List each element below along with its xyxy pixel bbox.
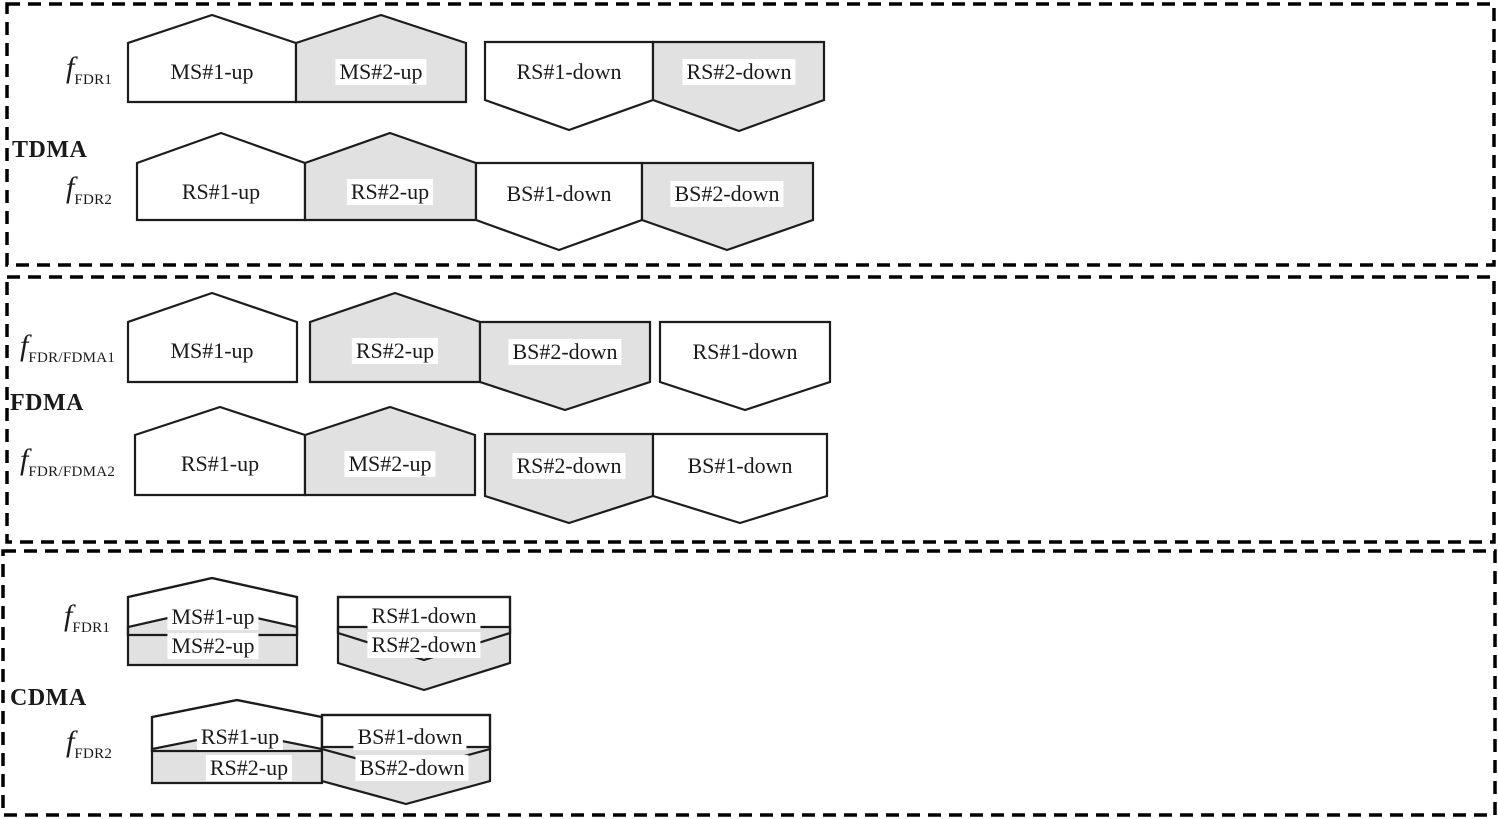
label-cdma-rs1-down: RS#1-down	[367, 603, 481, 629]
label-tdma-bs2-down: BS#2-down	[670, 181, 784, 207]
freq-symbol: f	[64, 599, 73, 632]
freq-subscript: FDR/FDMA1	[28, 350, 116, 366]
label-fdma-rs2-down: RS#2-down	[512, 453, 626, 479]
freq-subscript: FDR/FDMA2	[28, 464, 116, 480]
label-fdma-rs2-up: RS#2-up	[351, 338, 439, 364]
label-fdma-bs2-down: BS#2-down	[508, 339, 622, 365]
freq-label-tdma-fdr1: fFDR1	[66, 53, 112, 88]
label-cdma-rs1-up: RS#1-up	[196, 724, 284, 750]
label-tdma-ms1-up: MS#1-up	[166, 59, 258, 85]
cdma-section-border	[1, 549, 1497, 817]
freq-label-cdma-fdr1: fFDR1	[64, 601, 110, 636]
freq-subscript: FDR2	[74, 192, 113, 208]
label-cdma-rs2-down: RS#2-down	[367, 632, 481, 658]
label-cdma-bs1-down: BS#1-down	[353, 724, 467, 750]
label-tdma-ms2-up: MS#2-up	[335, 59, 427, 85]
shape-fdma-bs2-down	[478, 320, 652, 412]
shape-tdma-rs2-down	[651, 40, 826, 133]
label-fdma-ms1-up: MS#1-up	[166, 338, 258, 364]
shape-tdma-rs1-down	[483, 40, 655, 132]
label-tdma-rs1-up: RS#1-up	[177, 179, 265, 205]
freq-label-fdma-2: fFDR/FDMA2	[20, 445, 115, 480]
shape-tdma-rs2-up	[303, 131, 478, 222]
freq-subscript: FDR1	[74, 72, 113, 88]
label-fdma-rs1-up: RS#1-up	[176, 451, 264, 477]
label-tdma-rs2-down: RS#2-down	[682, 59, 796, 85]
section-label-fdma: FDMA	[10, 390, 84, 416]
section-label-cdma: CDMA	[10, 685, 87, 711]
fdma-section-border	[5, 275, 1496, 544]
label-tdma-rs1-down: RS#1-down	[512, 59, 626, 85]
shape-cdma-rs1-up-outline	[150, 698, 324, 753]
label-fdma-bs1-down: BS#1-down	[683, 453, 797, 479]
freq-symbol: f	[20, 329, 29, 362]
shape-fdma-rs1-down	[658, 320, 832, 412]
freq-label-cdma-fdr2: fFDR2	[66, 727, 112, 762]
tdma-section-border	[5, 2, 1496, 267]
shape-cdma-ms1-up-outline	[126, 576, 299, 637]
freq-label-fdma-1: fFDR/FDMA1	[20, 331, 115, 366]
freq-subscript: FDR2	[74, 746, 113, 762]
freq-symbol: f	[66, 171, 75, 204]
section-label-tdma: TDMA	[12, 137, 88, 163]
freq-symbol: f	[66, 51, 75, 84]
shape-tdma-rs1-up	[135, 131, 307, 222]
label-fdma-rs1-down: RS#1-down	[688, 339, 802, 365]
freq-symbol: f	[66, 725, 75, 758]
label-tdma-rs2-up: RS#2-up	[346, 179, 434, 205]
label-tdma-bs1-down: BS#1-down	[502, 181, 616, 207]
label-cdma-ms2-up: MS#2-up	[167, 633, 259, 659]
freq-symbol: f	[20, 443, 29, 476]
label-fdma-ms2-up: MS#2-up	[344, 451, 436, 477]
freq-subscript: FDR1	[72, 620, 111, 636]
label-cdma-ms1-up: MS#1-up	[167, 604, 259, 630]
label-cdma-bs2-down: BS#2-down	[355, 755, 469, 781]
freq-label-tdma-fdr2: fFDR2	[66, 173, 112, 208]
label-cdma-rs2-up: RS#2-up	[205, 755, 293, 781]
